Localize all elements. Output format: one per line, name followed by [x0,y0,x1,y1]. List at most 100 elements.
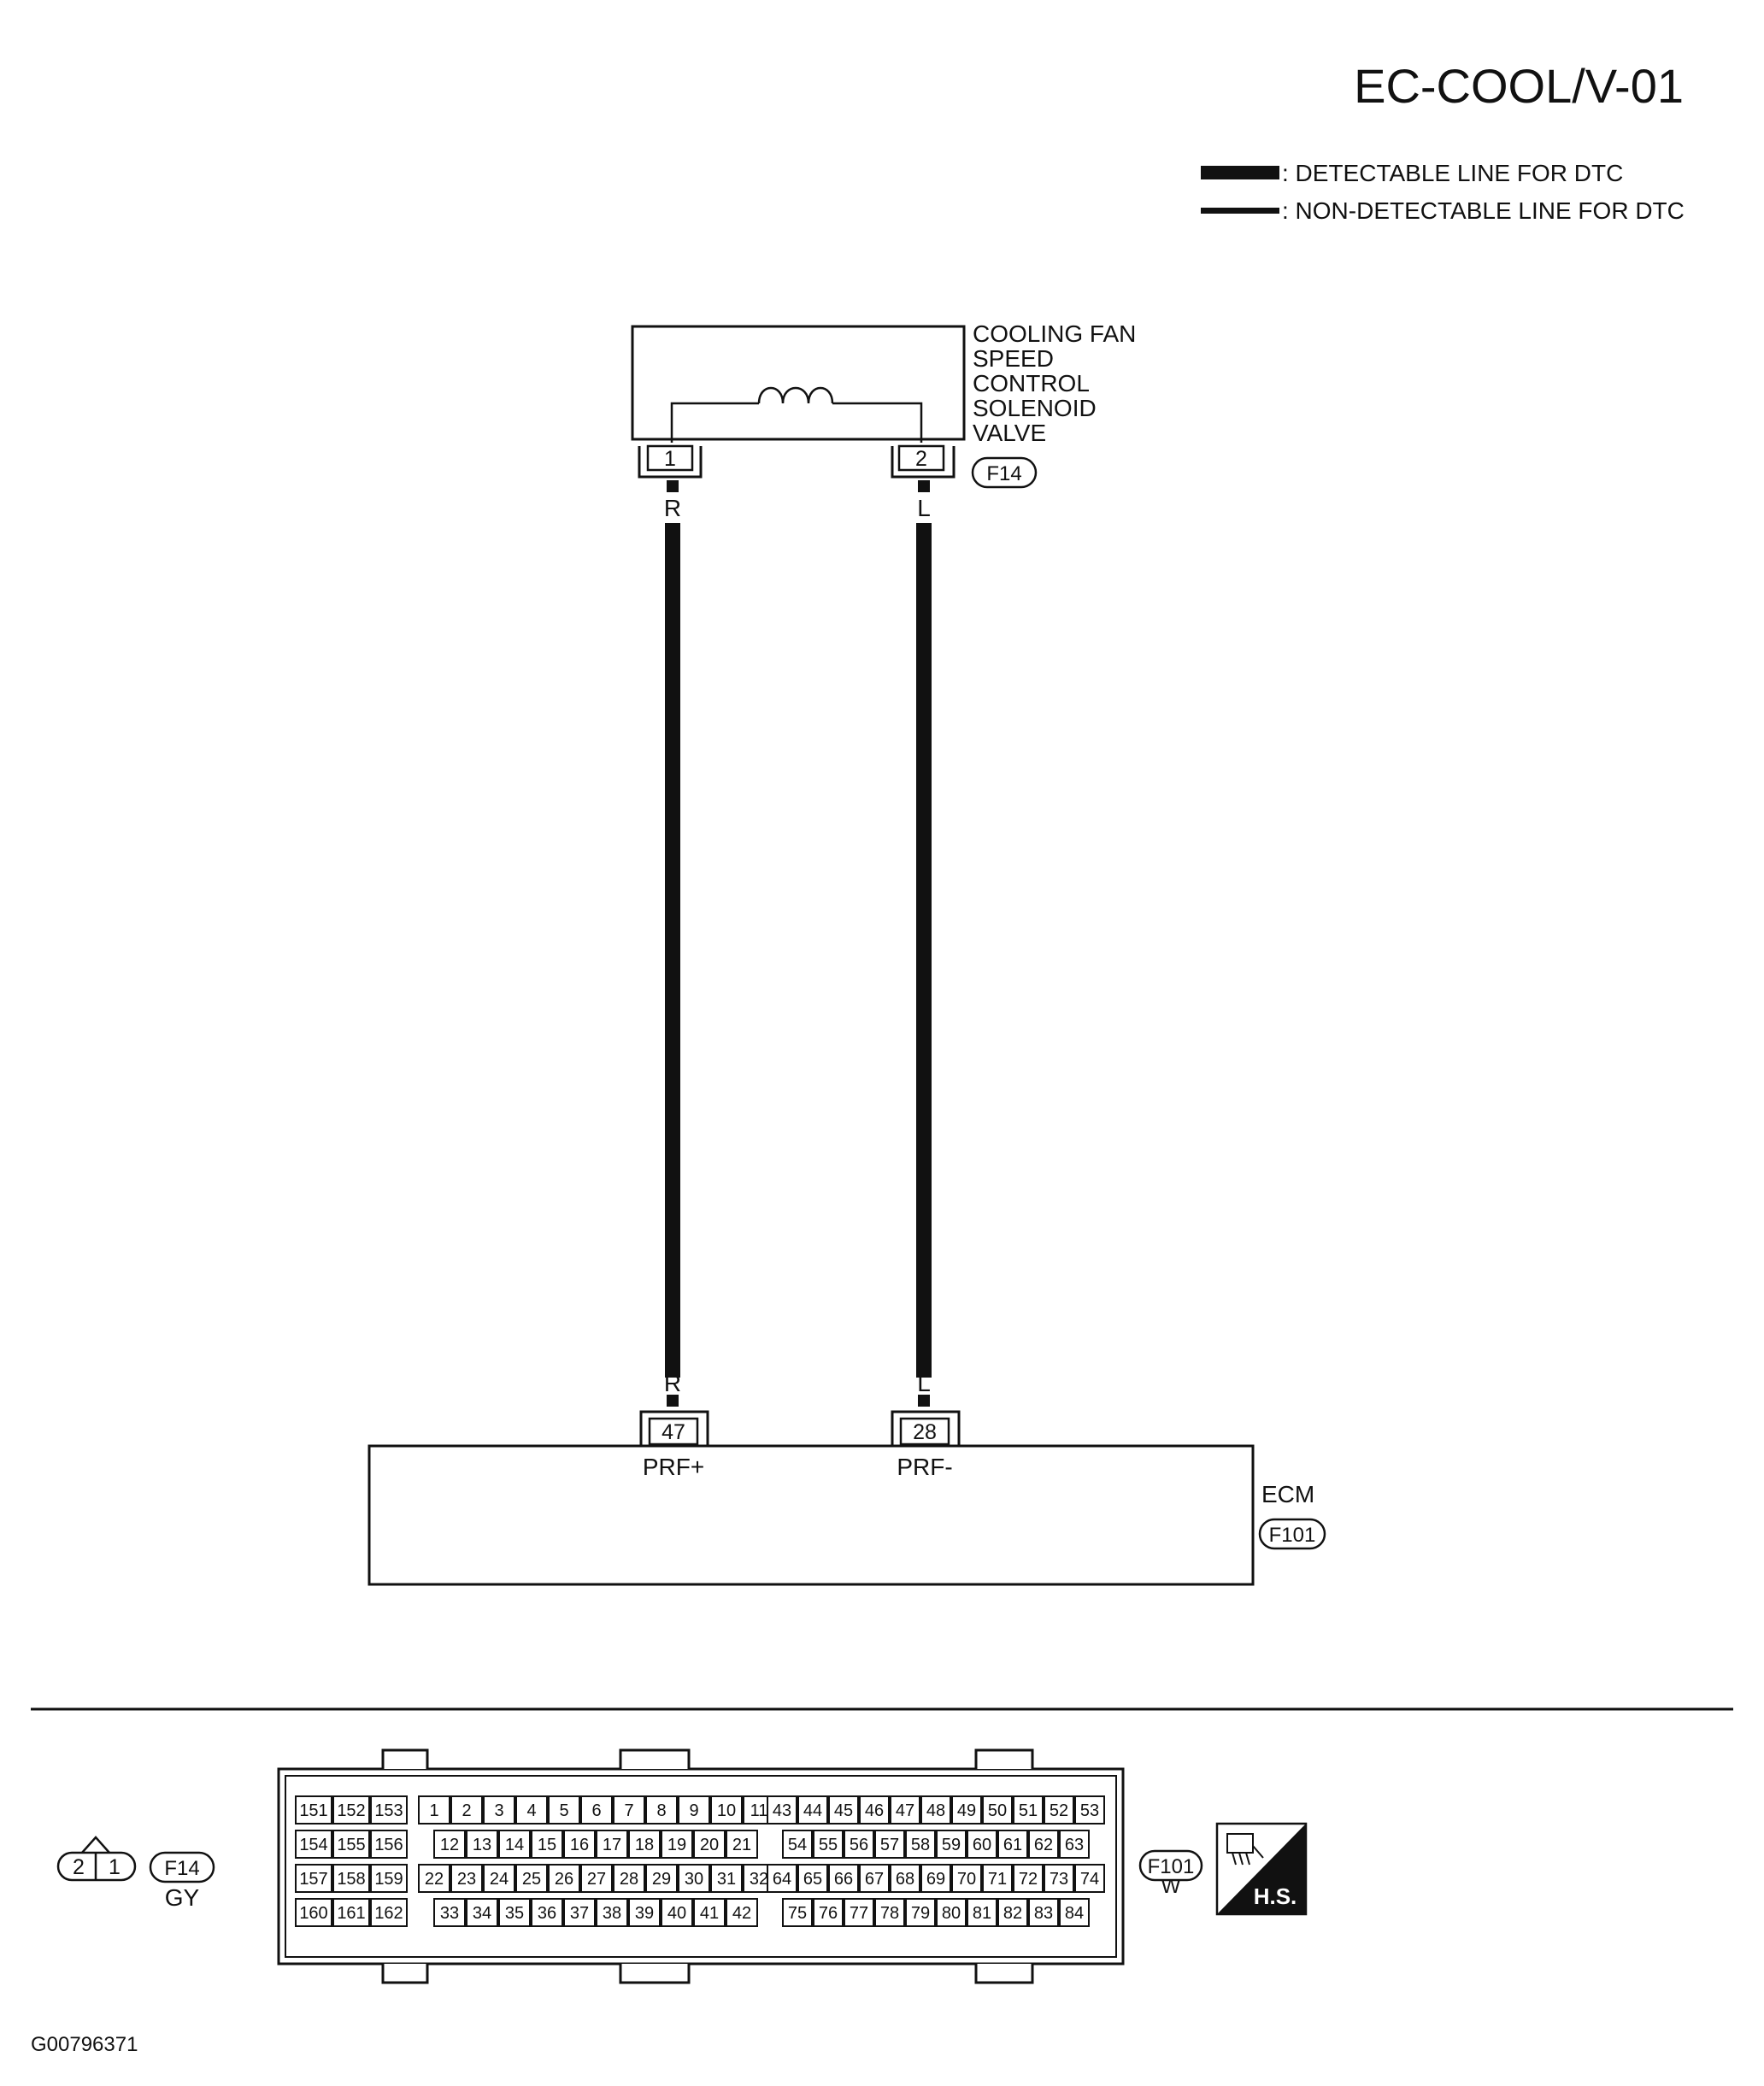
f101-cavity-50 [982,1795,1013,1825]
f101-cavity-label: 9 [689,1801,698,1820]
f101-cavity-label: 3 [494,1801,503,1820]
f14-connector-view: 2 1 F14 GY [56,1836,215,1911]
f101-cavity-label: 84 [1065,1904,1084,1923]
f101-cavity-label: 151 [299,1801,327,1820]
f101-cavity-label: 156 [374,1836,403,1854]
f101-cavity-label: 158 [337,1870,365,1889]
f101-view-tag-label: F101 [1148,1855,1195,1878]
f101-cavity-label: 61 [1003,1836,1022,1854]
f101-cavity-label: 55 [819,1836,838,1854]
f101-cavity-4 [515,1795,548,1825]
f101-cavity-12 [433,1830,466,1859]
f101-cavity-label: 71 [988,1870,1007,1889]
f101-cavity-56 [844,1830,874,1859]
legend-non-detectable-text: : NON-DETECTABLE LINE FOR DTC [1282,197,1685,224]
f101-tab-bottom-mid [619,1964,691,1984]
f101-cavity-label: 20 [700,1836,719,1854]
non-detectable-line-swatch [1201,208,1279,214]
f101-cavity-label: 40 [667,1904,686,1923]
f101-tab-bottom-left [381,1964,429,1984]
f101-cavity-73 [1044,1864,1074,1893]
f101-cavity-label: 47 [896,1801,914,1820]
f101-cavity-label: 70 [957,1870,976,1889]
f101-cavity-71 [982,1864,1013,1893]
f101-cavity-42 [726,1898,758,1927]
f101-cavity-label: 10 [717,1801,736,1820]
f101-tab-top-mid [619,1748,691,1769]
f101-cavity-76 [813,1898,844,1927]
f101-cavity-14 [498,1830,531,1859]
wire-r-color-top: R [664,495,681,521]
f101-cavity-label: 27 [587,1870,606,1889]
f101-cavity-label: 52 [1050,1801,1068,1820]
wire-r-stub-bottom [667,1395,679,1407]
f101-cavity-81 [967,1898,997,1927]
f14-view-tag [149,1851,215,1883]
wire-l-color-top: L [917,495,931,521]
f101-cavity-label: 153 [374,1801,403,1820]
f101-cavity-35 [498,1898,531,1927]
f101-cavity-label: 26 [555,1870,573,1889]
figure-id: G00796371 [31,2033,138,2056]
component-name-line-5: VALVE [973,420,1046,446]
f101-cavity-label: 2 [462,1801,471,1820]
f101-cavity-80 [936,1898,967,1927]
solenoid-valve-body [631,325,966,441]
f101-cavity-53 [1074,1795,1105,1825]
f101-cavity-66 [828,1864,859,1893]
f101-cavity-label: 67 [865,1870,884,1889]
f101-cavity-55 [813,1830,844,1859]
pin-2-label: 2 [915,447,927,471]
f101-cavity-54 [782,1830,813,1859]
f101-cavity-label: 64 [773,1870,791,1889]
diagram-code: EC-COOL/V-01 [1354,59,1684,113]
f101-cavity-46 [859,1795,890,1825]
f101-cavity-27 [580,1864,613,1893]
pin-47-label: 47 [662,1420,685,1444]
f101-cavity-label: 160 [299,1904,327,1923]
f101-cavity-6 [580,1795,613,1825]
wire-r-stub-top [667,480,679,492]
ecm-body [368,1444,1255,1586]
f101-cavity-72 [1013,1864,1044,1893]
pin-1-box [646,444,694,472]
f101-cavity-label: 79 [911,1904,930,1923]
f101-cavity-47 [890,1795,920,1825]
f101-cavity-70 [951,1864,982,1893]
f101-cavity-label: 45 [834,1801,853,1820]
f101-cavity-45 [828,1795,859,1825]
f101-cavity-52 [1044,1795,1074,1825]
f101-cavity-15 [531,1830,563,1859]
f101-cavity-30 [678,1864,710,1893]
f101-cavity-label: 48 [926,1801,945,1820]
signal-prf-minus: PRF- [897,1454,952,1480]
f101-cavity-16 [563,1830,596,1859]
pin-28-housing [891,1410,961,1446]
f101-cavity-26 [548,1864,580,1893]
f101-cavity-162 [370,1898,408,1927]
f101-cavity-75 [782,1898,813,1927]
f101-cavity-161 [332,1898,370,1927]
f101-cavity-10 [710,1795,743,1825]
wire-l-line [916,523,932,1378]
f101-cavity-25 [515,1864,548,1893]
solenoid-internal-circuit [670,402,923,443]
wire-r: R R [664,480,681,1407]
pin-2-housing [891,446,956,479]
f101-cavity-label: 65 [803,1870,822,1889]
f101-cavity-label: 161 [337,1904,365,1923]
f101-cavity-label: 54 [788,1836,807,1854]
solenoid-valve: COOLING FAN SPEED CONTROL SOLENOID VALVE… [631,320,1136,489]
pin-28-box [899,1417,950,1446]
f101-cavity-59 [936,1830,967,1859]
f101-cavity-label: 77 [850,1904,868,1923]
f101-cavity-48 [920,1795,951,1825]
f101-cavity-label: 56 [850,1836,868,1854]
f101-cavity-77 [844,1898,874,1927]
f101-cavity-label: 39 [635,1904,654,1923]
f101-cavity-57 [874,1830,905,1859]
f101-cavity-60 [967,1830,997,1859]
wire-l: L L [916,480,932,1407]
f101-cavity-label: 42 [732,1904,751,1923]
